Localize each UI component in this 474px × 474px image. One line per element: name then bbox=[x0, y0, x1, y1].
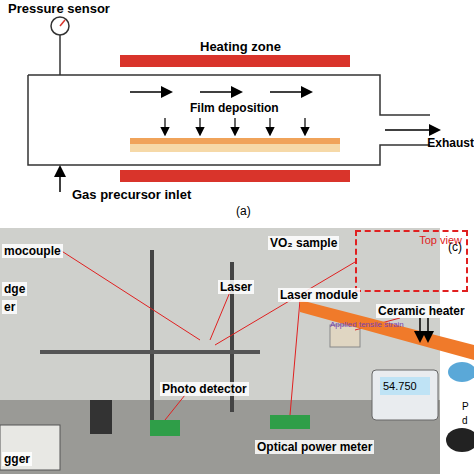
part-label: Heating zone bbox=[200, 40, 281, 54]
part-label: dge bbox=[2, 282, 27, 296]
flow-arrow bbox=[270, 91, 310, 93]
leader-line bbox=[290, 300, 300, 415]
deposit-arrow bbox=[164, 118, 165, 134]
part-label: Gas precursor inlet bbox=[72, 188, 191, 202]
strain-arrow bbox=[419, 318, 421, 340]
deposit-arrow bbox=[234, 118, 235, 134]
leader-line bbox=[215, 262, 355, 345]
photo-background bbox=[0, 228, 440, 474]
strain-arrow bbox=[427, 318, 429, 340]
meter-reading: 54.750 bbox=[383, 379, 417, 393]
inlet-arrow bbox=[59, 168, 61, 192]
substrate bbox=[130, 144, 340, 152]
detector-symbol bbox=[446, 428, 474, 452]
strain-label: Applied tensile strain bbox=[330, 318, 404, 332]
fiber-bridge bbox=[40, 350, 260, 354]
part-label: VO₂ sample bbox=[268, 236, 339, 250]
exhaust-arrow bbox=[385, 129, 438, 131]
part-label: Photo detector bbox=[160, 382, 249, 396]
panel-label: (c) bbox=[448, 240, 462, 254]
deposit-arrow bbox=[199, 118, 200, 134]
leader-line bbox=[60, 250, 200, 340]
part-label: mocouple bbox=[2, 244, 63, 258]
part-label: er bbox=[2, 300, 17, 314]
data-logger bbox=[0, 425, 60, 470]
meter-screen bbox=[380, 377, 430, 395]
panel-label: (a) bbox=[236, 204, 251, 218]
deposit-arrow bbox=[304, 118, 305, 134]
part-label: Laser bbox=[218, 280, 254, 294]
part-label: Pressure sensor bbox=[8, 2, 110, 16]
part-label: Laser module bbox=[278, 288, 360, 302]
tube-outline bbox=[28, 75, 430, 165]
heating-bar bbox=[120, 170, 350, 182]
cut-label: P bbox=[462, 400, 469, 414]
sensor-stem bbox=[59, 34, 61, 75]
deposit-arrow bbox=[269, 118, 270, 134]
part-label: Film deposition bbox=[190, 101, 279, 115]
strained-beam bbox=[300, 300, 474, 360]
part-label: Optical power meter bbox=[255, 440, 374, 454]
leader-line bbox=[165, 395, 185, 420]
flow-arrow bbox=[200, 91, 240, 93]
laser-module bbox=[270, 415, 310, 429]
inset-box: Top view bbox=[355, 230, 468, 292]
cut-label: d bbox=[462, 414, 468, 428]
part-label: gger bbox=[2, 452, 32, 466]
film-layer bbox=[130, 138, 340, 144]
stand-rod bbox=[150, 250, 154, 420]
part-label: Exhaust bbox=[427, 136, 474, 150]
stand-base bbox=[90, 400, 112, 434]
flow-arrow bbox=[130, 91, 170, 93]
leader-line bbox=[210, 292, 230, 340]
part-label: Ceramic heater bbox=[376, 304, 467, 318]
heating-bar bbox=[120, 55, 350, 67]
photo-detector bbox=[150, 420, 180, 436]
gauge-needle bbox=[60, 20, 65, 26]
pressure-gauge bbox=[51, 17, 69, 35]
sample-shape bbox=[448, 362, 474, 382]
power-meter bbox=[372, 370, 438, 420]
